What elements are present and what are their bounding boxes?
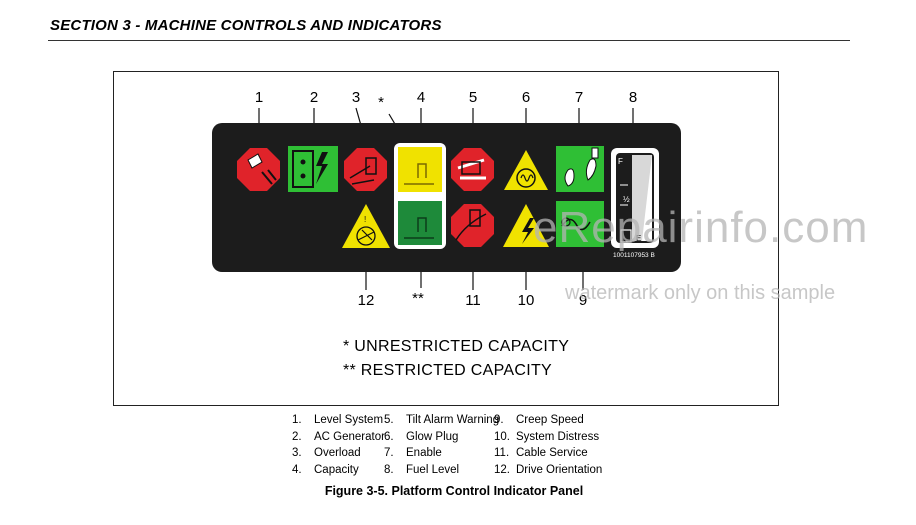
legend-num: 12.	[494, 464, 510, 476]
cable-service-icon	[451, 204, 494, 247]
callout-3: 3	[351, 89, 361, 106]
watermark-note: watermark only on this sample	[565, 282, 836, 304]
callout-8: 8	[628, 89, 638, 106]
legend-item: 7. Enable	[384, 447, 442, 459]
callout-11: 11	[465, 292, 481, 309]
system-distress-icon	[503, 204, 549, 247]
drive-orientation-icon: !	[342, 204, 390, 248]
legend-item: 12. Drive Orientation	[494, 464, 602, 476]
legend-label: System Distress	[516, 431, 600, 443]
legend-label: Glow Plug	[406, 431, 459, 443]
legend-item: 6. Glow Plug	[384, 431, 458, 443]
legend-item: 9. Creep Speed	[494, 414, 584, 426]
legend-num: 6.	[384, 431, 394, 443]
legend-item: 8. Fuel Level	[384, 464, 459, 476]
overload-icon	[344, 148, 387, 191]
callout-6: 6	[521, 89, 531, 106]
figure-caption: Figure 3-5. Platform Control Indicator P…	[0, 484, 916, 498]
legend-label: Enable	[406, 447, 442, 459]
part-number: 1001107953 B	[613, 252, 655, 259]
callout-12: 12	[357, 292, 375, 309]
tilt-alarm-icon	[451, 148, 494, 191]
legend-label: Drive Orientation	[516, 464, 603, 476]
enable-icon	[556, 146, 604, 192]
legend-label: Overload	[314, 447, 361, 459]
fuel-half-label: ½	[623, 195, 630, 204]
legend-num: 4.	[292, 464, 302, 476]
legend-num: 1.	[292, 414, 302, 426]
figure-caption-text: Figure 3-5. Platform Control Indicator P…	[324, 484, 584, 498]
legend-label: AC Generator	[314, 431, 385, 443]
fuel-full-label: F	[618, 157, 623, 166]
watermark-site: eRepairinfo.com	[533, 203, 869, 252]
legend-num: 8.	[384, 464, 394, 476]
fuel-gauge-icon	[611, 148, 659, 248]
legend-num: 7.	[384, 447, 394, 459]
callout-7: 7	[574, 89, 584, 106]
legend-label: Cable Service	[516, 447, 588, 459]
legend-label: Creep Speed	[516, 414, 584, 426]
ac-generator-icon	[288, 146, 338, 192]
legend-item: 4. Capacity	[292, 464, 359, 476]
header-divider	[48, 40, 850, 41]
legend-item: 3. Overload	[292, 447, 361, 459]
legend-label: Level System	[314, 414, 384, 426]
legend-num: 11.	[494, 447, 510, 459]
legend-num: 9.	[494, 414, 504, 426]
legend-item: 2. AC Generator	[292, 431, 385, 443]
legend-item: 11. Cable Service	[494, 447, 588, 459]
legend-label: Fuel Level	[406, 464, 460, 476]
callout-1: 1	[254, 89, 264, 106]
callout-2: 2	[309, 89, 319, 106]
legend-label: Capacity	[314, 464, 359, 476]
creep-speed-icon	[556, 201, 604, 247]
fuel-empty-label: E	[636, 234, 641, 243]
legend-num: 5.	[384, 414, 394, 426]
capacity-icon	[394, 143, 446, 249]
callout-4: 4	[416, 89, 426, 106]
level-system-icon	[237, 148, 280, 191]
note-restricted: ** RESTRICTED CAPACITY	[343, 362, 552, 379]
note-unrestricted: * UNRESTRICTED CAPACITY	[343, 338, 570, 355]
glow-plug-icon	[504, 150, 548, 190]
callout-double-star: **	[412, 290, 424, 307]
legend-num: 2.	[292, 431, 302, 443]
legend-item: 10. System Distress	[494, 431, 599, 443]
section-title: SECTION 3 - MACHINE CONTROLS AND INDICAT…	[50, 17, 442, 34]
legend-num: 10.	[494, 431, 510, 443]
callout-star: *	[378, 94, 384, 111]
callout-5: 5	[468, 89, 478, 106]
svg-text:!: !	[364, 215, 366, 224]
legend-num: 3.	[292, 447, 302, 459]
legend-item: 5. Tilt Alarm Warning	[384, 414, 499, 426]
callout-10: 10	[517, 292, 535, 309]
legend-item: 1. Level System	[292, 414, 383, 426]
legend-label: Tilt Alarm Warning	[406, 414, 500, 426]
callout-9: 9	[578, 292, 588, 309]
figure-frame	[113, 71, 779, 406]
